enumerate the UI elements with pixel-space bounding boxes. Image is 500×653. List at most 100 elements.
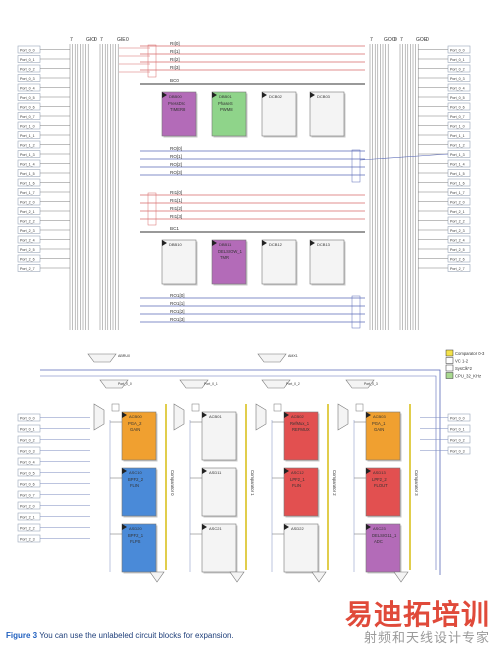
analog-block-name: BPF2_2 bbox=[128, 477, 144, 482]
left-port-label: Port_2_1 bbox=[20, 210, 35, 214]
analog-block-id: ASC12 bbox=[291, 470, 304, 475]
analog-clock-box bbox=[191, 403, 200, 412]
digital-row1-block bbox=[309, 91, 345, 137]
analog-block-name: PGA_1 bbox=[372, 421, 386, 426]
analog-clock-marker bbox=[284, 412, 289, 418]
left-port-label: Port_0_3 bbox=[20, 77, 35, 81]
left-port-label: Port_1_5 bbox=[20, 172, 35, 176]
digital-row2-clock-marker bbox=[212, 240, 217, 246]
analog-block-type: FLOUT bbox=[374, 483, 388, 488]
mux-port-label: Port_0_1 bbox=[204, 382, 218, 386]
digital-row2-clock-marker bbox=[262, 240, 267, 246]
mux-port-label: Port_0_2 bbox=[286, 382, 300, 386]
left-port-label: Port_0_2 bbox=[20, 67, 35, 71]
digital-row2-clock-marker bbox=[310, 240, 315, 246]
analog-column-mux bbox=[173, 403, 185, 431]
analog-clock-marker bbox=[122, 412, 127, 418]
bc1-label: BC1 bbox=[170, 226, 179, 231]
left-port-label: Port_1_4 bbox=[20, 162, 35, 166]
input-mux bbox=[257, 353, 287, 363]
left-port-label: Port_1_0 bbox=[20, 124, 35, 128]
ro-upper-label: RO[0] bbox=[170, 146, 182, 151]
input-mux bbox=[87, 353, 117, 363]
ro-upper-label: RO[2] bbox=[170, 162, 182, 167]
comparator-label: Comparator 2 bbox=[332, 470, 337, 496]
digital-row1-block bbox=[261, 91, 297, 137]
analog-block bbox=[365, 523, 401, 573]
digital-row1-block-id: DBB01 bbox=[219, 94, 232, 99]
mux-label: AMX1 bbox=[288, 354, 298, 358]
analog-block-type: GAIN bbox=[374, 427, 384, 432]
digital-row1-block-type: TIMER8 bbox=[170, 107, 186, 112]
analog-block-id: ASD13 bbox=[373, 470, 386, 475]
digital-row1-block-id: DCB03 bbox=[317, 94, 331, 99]
input-mux bbox=[345, 379, 375, 389]
left-port-label: Port_0_1 bbox=[20, 58, 35, 62]
input-mux bbox=[99, 379, 129, 389]
legend-swatch bbox=[445, 357, 454, 364]
ri-upper-label: RI[2] bbox=[170, 57, 180, 62]
bottom-left-port-label: Port_0_3 bbox=[20, 449, 35, 453]
right-port-label: Port_1_3 bbox=[450, 153, 465, 157]
analog-block-id: ASD20 bbox=[129, 526, 142, 531]
right-port-label: Port_0_0 bbox=[450, 48, 465, 52]
digital-row1-clock-marker bbox=[162, 92, 167, 98]
analog-clock-box bbox=[111, 403, 120, 412]
analog-block bbox=[365, 411, 401, 461]
digital-row1-clock-marker bbox=[310, 92, 315, 98]
left-port-label: Port_1_1 bbox=[20, 134, 35, 138]
left-port-label: Port_0_4 bbox=[20, 86, 35, 90]
analog-block bbox=[201, 411, 237, 461]
ro-upper-label: RO[1] bbox=[170, 154, 182, 159]
analog-block bbox=[283, 523, 319, 573]
comparator-label: Comparator 3 bbox=[414, 470, 419, 496]
analog-clock-marker bbox=[202, 524, 207, 530]
figure-caption-text: You can use the unlabeled circuit blocks… bbox=[39, 631, 234, 640]
analog-block-type: FLIN bbox=[292, 483, 301, 488]
digital-row2-block-id: DBB11 bbox=[219, 242, 232, 247]
analog-clock-marker bbox=[202, 412, 207, 418]
analog-block-id: ASD11 bbox=[209, 470, 222, 475]
analog-column-mux bbox=[93, 403, 105, 431]
analog-block-name: RefMux_1 bbox=[290, 421, 310, 426]
analog-block-id: ACB03 bbox=[373, 414, 386, 419]
bottom-left-port-label: Port_0_5 bbox=[20, 471, 35, 475]
analog-clock-marker bbox=[284, 524, 289, 530]
analog-block-type: GAIN bbox=[130, 427, 140, 432]
ri-lower-label: RI1[3] bbox=[170, 214, 182, 219]
digital-row2-block-type: TMR bbox=[220, 255, 229, 260]
analog-block-type: FLPS bbox=[130, 539, 141, 544]
right-bus-header-label: GOE bbox=[416, 37, 428, 43]
left-port-label: Port_2_3 bbox=[20, 229, 35, 233]
analog-clock-marker bbox=[366, 412, 371, 418]
comparator-label: Comparator 0 bbox=[170, 470, 175, 496]
left-port-label: Port_2_0 bbox=[20, 200, 35, 204]
ri-lower-label: RI1[0] bbox=[170, 190, 182, 195]
right-port-label: Port_2_3 bbox=[450, 229, 465, 233]
analog-column-mux bbox=[337, 403, 349, 431]
analog-block bbox=[121, 523, 157, 573]
ri-lower-label: RI1[2] bbox=[170, 206, 182, 211]
bc0-label: BC0 bbox=[170, 78, 179, 83]
right-port-label: Port_0_5 bbox=[450, 96, 465, 100]
digital-row1-block bbox=[211, 91, 247, 137]
digital-row2-block-name: DELSIOW_1 bbox=[218, 249, 243, 254]
analog-output-buffer bbox=[149, 571, 165, 583]
figure-number: Figure 3 bbox=[6, 631, 38, 640]
legend-label: Comparator 0-3 bbox=[455, 351, 485, 356]
right-port-label: Port_1_1 bbox=[450, 134, 465, 138]
ri-upper-label: RI[0] bbox=[170, 41, 180, 46]
right-port-label: Port_0_3 bbox=[450, 77, 465, 81]
right-port-label: Port_0_7 bbox=[450, 115, 465, 119]
bottom-left-port-label: Port_2_2 bbox=[20, 526, 35, 530]
analog-output-buffer bbox=[393, 571, 409, 583]
digital-row1-block-name: PhaseS bbox=[218, 101, 233, 106]
bottom-left-port-label: Port_0_2 bbox=[20, 438, 35, 442]
bottom-left-port-label: Port_2_0 bbox=[20, 504, 35, 508]
digital-row2-block-id: DCB13 bbox=[317, 242, 331, 247]
analog-clock-marker bbox=[122, 524, 127, 530]
analog-block-id: ACB02 bbox=[291, 414, 304, 419]
ro-lower-label: RO1[3] bbox=[170, 317, 185, 322]
analog-bus-line bbox=[40, 375, 437, 570]
left-port-label: Port_1_7 bbox=[20, 191, 35, 195]
